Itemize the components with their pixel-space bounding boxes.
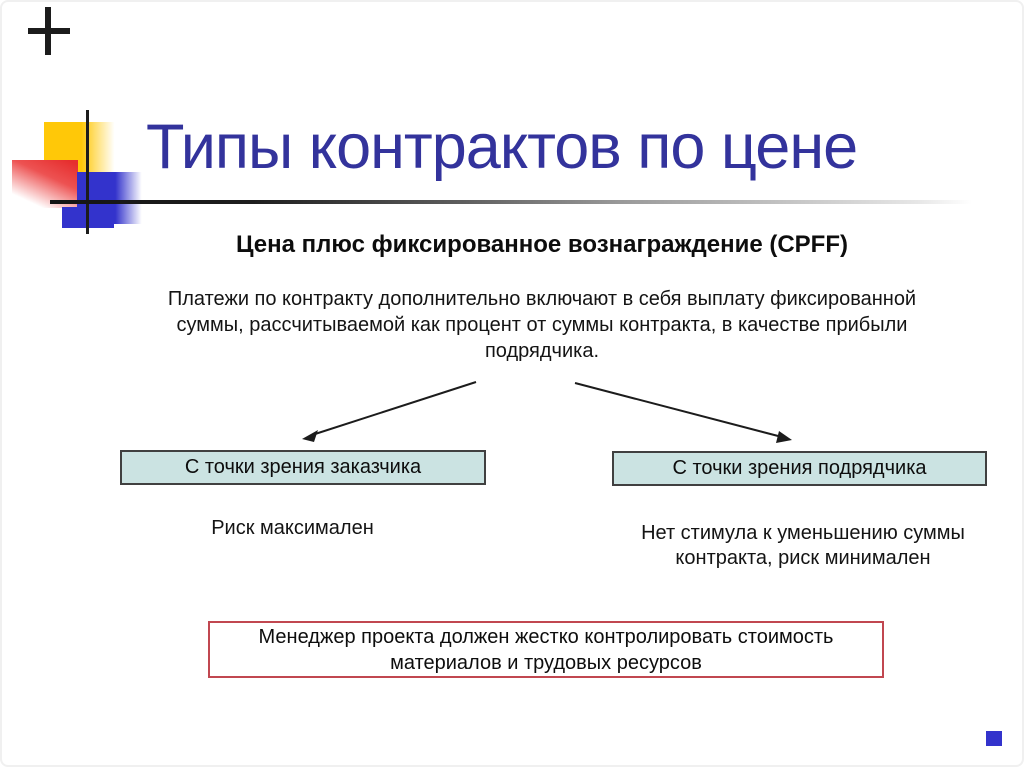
page-title: Типы контрактов по цене [146,112,858,182]
customer-view-box: С точки зрения заказчика [120,450,486,485]
intro-paragraph: Платежи по контракту дополнительно включ… [152,286,932,364]
customer-view-box-label: С точки зрения заказчика [184,456,422,478]
corner-blue-square-icon [986,731,1002,746]
contractor-risk-note-line: Нет стимула к уменьшению суммы [641,522,965,544]
contractor-risk-note: Нет стимула к уменьшению суммы контракта… [622,521,984,571]
split-arrows-icon [302,381,792,443]
contractor-view-box: С точки зрения подрядчика [612,451,987,486]
manager-warning-line: Менеджер проекта должен жестко контролир… [258,625,834,648]
intro-paragraph-line: подрядчика. [484,340,600,362]
section-heading: Цена плюс фиксированное вознаграждение (… [235,231,848,258]
arrow-down-right-icon [574,382,792,443]
manager-warning-line: материалов и трудовых ресурсов [390,651,702,674]
intro-paragraph-line: Платежи по контракту дополнительно включ… [167,288,917,310]
intro-paragraph-line: суммы, рассчитываемой как процент от сум… [176,314,908,336]
crop-mark-cross-horizontal-bar [28,28,70,34]
customer-risk-note: Риск максимален [211,517,374,539]
arrow-down-left-icon [302,381,477,442]
title-underline [50,200,972,204]
logo-vertical-line [86,110,89,234]
contractor-view-box-label: С точки зрения подрядчика [672,457,927,479]
contractor-risk-note-line: контракта, риск минимален [675,547,931,569]
manager-warning-box: Менеджер проекта должен жестко контролир… [208,621,884,678]
